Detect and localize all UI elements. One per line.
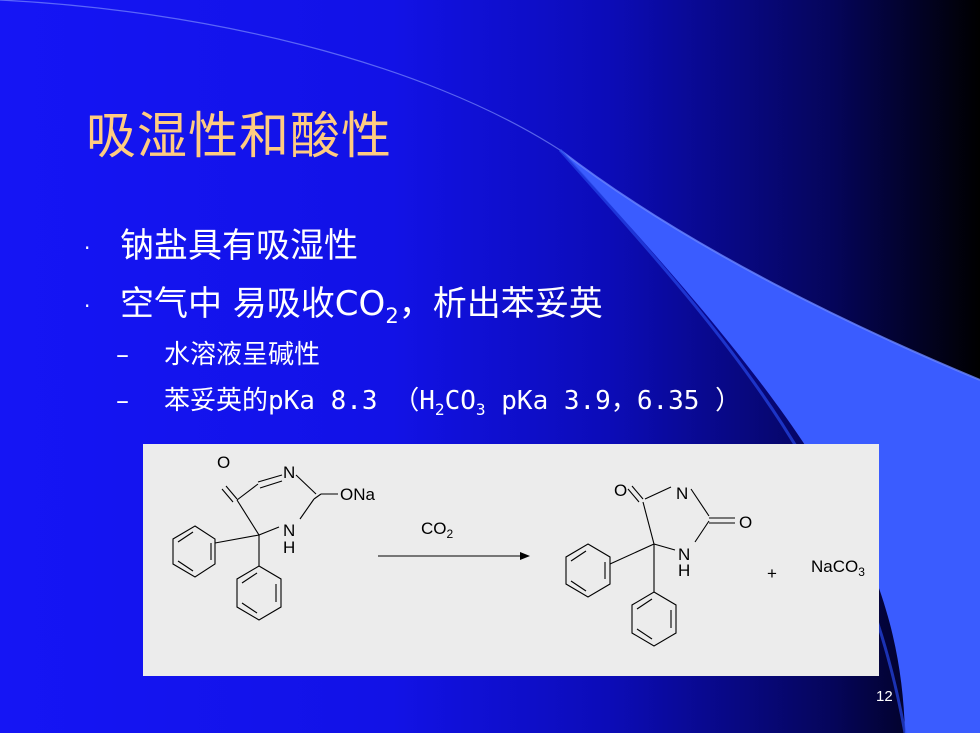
product-nh-h-label: H bbox=[678, 561, 690, 580]
reactant-o-label: O bbox=[217, 453, 230, 472]
product-nh-n-label: N bbox=[678, 545, 690, 564]
sub-bullet-marker: – bbox=[116, 340, 129, 370]
bullet-2-text: 空气中 易吸收CO2，析出苯妥英 bbox=[120, 284, 603, 328]
reactant-n-label: N bbox=[283, 463, 295, 482]
byproduct-label: NaCO3 bbox=[811, 557, 865, 579]
reaction-figure: O N N H ONa CO2 O N O N H + NaCO3 bbox=[143, 444, 879, 676]
sub-bullet-2: – 苯妥英的pKa 8.3 （H2CO3 pKa 3.9，6.35 ） bbox=[116, 380, 741, 419]
reactant-ona-label: ONa bbox=[340, 485, 376, 504]
bullet-1-text: 钠盐具有吸湿性 bbox=[120, 226, 358, 266]
sub-bullet-1-text: 水溶液呈碱性 bbox=[164, 340, 321, 370]
reactant-nh-h-label: H bbox=[283, 538, 295, 557]
page-number: 12 bbox=[876, 688, 893, 705]
reaction-scheme: O N N H ONa CO2 O N O N H + NaCO3 bbox=[172, 453, 865, 647]
product-o1-label: O bbox=[614, 481, 627, 500]
sub-bullet-1: – 水溶液呈碱性 bbox=[116, 334, 320, 371]
product-n-label: N bbox=[676, 484, 688, 503]
bullet-marker: · bbox=[84, 293, 91, 318]
product-o2-label: O bbox=[739, 513, 752, 532]
plus-sign: + bbox=[767, 564, 777, 583]
sub-bullet-marker: – bbox=[116, 386, 129, 416]
slide-title: 吸湿性和酸性 bbox=[86, 107, 392, 165]
bullet-1: · 钠盐具有吸湿性 bbox=[84, 218, 358, 267]
reactant-nh-n-label: N bbox=[283, 521, 295, 540]
sub-bullet-2-text: 苯妥英的pKa 8.3 （H2CO3 pKa 3.9，6.35 ） bbox=[164, 386, 742, 420]
bullet-2: · 空气中 易吸收CO2，析出苯妥英 bbox=[84, 276, 603, 328]
bullet-marker: · bbox=[84, 235, 91, 260]
reagent-label: CO2 bbox=[421, 519, 454, 541]
